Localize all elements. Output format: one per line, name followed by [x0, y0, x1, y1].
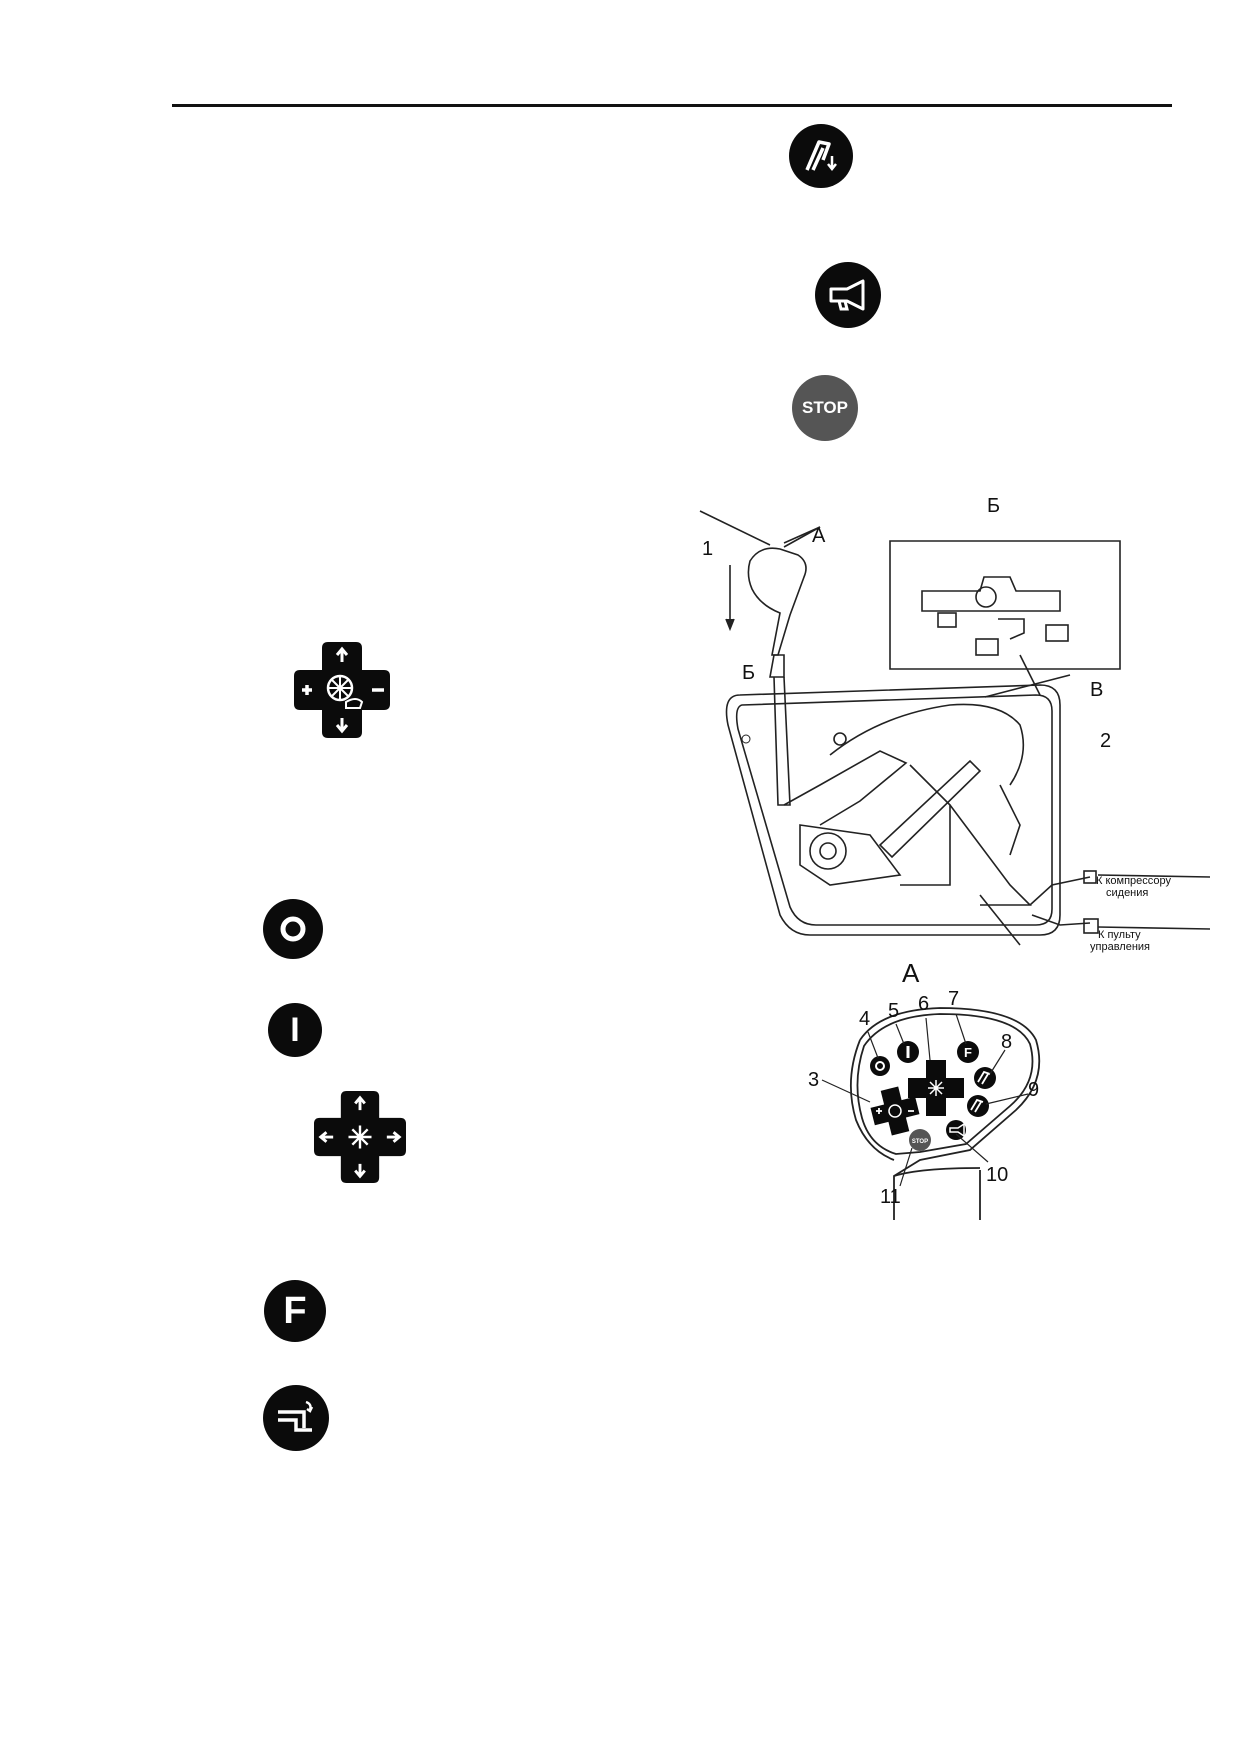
arrow-b-label: Б [742, 662, 756, 684]
joystick-assembly-drawing [699, 510, 1211, 946]
callout-3: 3 [808, 1069, 820, 1091]
seat-height-lower-icon [789, 124, 853, 188]
callout-2: 2 [1100, 730, 1112, 752]
stop-label: STOP [802, 398, 848, 417]
to-seat-compressor-line2: сидения [1106, 887, 1149, 899]
callout-5: 5 [888, 1000, 900, 1022]
view-b-label: Б [987, 495, 1001, 517]
seat-backrest-icon [263, 1385, 329, 1451]
to-control-panel-line2: управления [1090, 941, 1150, 953]
callout-9: 9 [1028, 1079, 1040, 1101]
on-button-icon: I [268, 1003, 322, 1057]
callout-8: 8 [1001, 1031, 1013, 1053]
callout-11: 11 [880, 1186, 901, 1208]
callout-6: 6 [918, 993, 930, 1015]
callout-7: 7 [948, 988, 960, 1010]
mini-f-label: F [964, 1045, 972, 1060]
header-rule [172, 104, 1172, 107]
navigation-cross-icon [314, 1091, 406, 1183]
handle-view-a-drawing: F STOP [849, 1007, 1041, 1220]
on-label: I [290, 1010, 300, 1049]
callout-4: 4 [859, 1008, 871, 1030]
stop-button-icon: STOP [792, 375, 858, 441]
view-a-arrow-label: А [812, 525, 826, 547]
to-seat-compressor-line1: К компрессору [1096, 875, 1172, 887]
to-control-panel-line1: К пульту [1098, 929, 1141, 941]
off-button-icon [263, 899, 323, 959]
label-v: В [1090, 679, 1104, 701]
view-a-leader-lines [821, 1013, 1029, 1187]
callout-1: 1 [702, 538, 714, 560]
f-label: F [283, 1289, 307, 1332]
function-button-icon: F [264, 1280, 326, 1342]
mini-stop-label: STOP [912, 1139, 928, 1145]
fan-speed-cross-icon [294, 642, 390, 738]
horn-icon [815, 262, 881, 328]
callout-10: 10 [986, 1164, 1009, 1186]
view-a-label: А [902, 958, 920, 988]
